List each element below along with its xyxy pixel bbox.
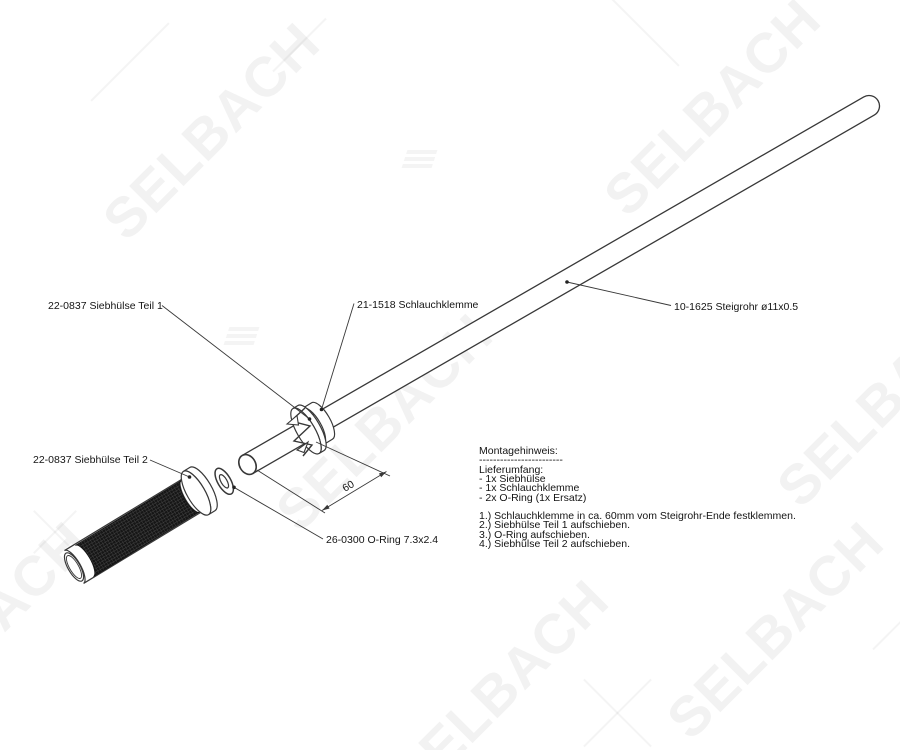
lieferumfang-title: Lieferumfang:: [479, 463, 544, 476]
lieferumfang-item: - 1x Siebhülse: [479, 473, 546, 486]
clamp-tab-upper: [285, 414, 300, 426]
dimension-60: [256, 441, 391, 514]
montage-step: 2.) Siebhülse Teil 1 aufschieben.: [479, 519, 630, 532]
label-steigrohr: 10-1625 Steigrohr ø11x0.5: [674, 301, 798, 313]
label-oring: 26-0300 O-Ring 7.3x2.4: [326, 534, 438, 546]
o-ring: [214, 467, 235, 496]
montage-divider: ------------------------: [479, 454, 563, 467]
montagehinweis-block: Montagehinweis: ------------------------…: [479, 445, 796, 551]
montage-step: 1.) Schlauchklemme in ca. 60mm vom Steig…: [479, 510, 796, 523]
extension-line: [315, 441, 391, 477]
montage-title: Montagehinweis:: [479, 445, 558, 457]
steigrohr-tube: [238, 94, 881, 476]
sleeve-knurl: [75, 480, 200, 577]
extension-line: [256, 469, 326, 514]
label-schlauchklemme: 21-1518 Schlauchklemme: [357, 299, 479, 311]
label-siebhuelse-teil2: 22-0837 Siebhülse Teil 2: [33, 454, 148, 466]
schlauchklemme-clamp: [285, 401, 336, 457]
lieferumfang-item: - 2x O-Ring (1x Ersatz): [479, 491, 587, 504]
sleeve-end-cap: [63, 552, 85, 582]
lieferumfang-item: - 1x Schlauchklemme: [479, 482, 580, 495]
dimension-arrow: [378, 471, 387, 478]
clamp-front-face: [290, 407, 322, 455]
montage-step: 3.) O-Ring aufschieben.: [479, 528, 590, 541]
sleeve-end-cap-inner: [65, 555, 83, 579]
leader-dots: [187, 280, 569, 490]
siebhuelse-teil2-sleeve: [63, 466, 218, 584]
label-siebhuelse-teil1: 22-0837 Siebhülse Teil 1: [48, 300, 163, 312]
leader-lines: [149, 281, 672, 540]
sleeve-flange-face: [180, 470, 212, 516]
dimension-arrow: [322, 504, 330, 511]
dimension-line: [321, 471, 387, 511]
clamp-tab-lower: [295, 440, 310, 454]
tube-open-end: [238, 453, 257, 476]
dimension-value: 60: [340, 478, 356, 494]
montage-step: 4.) Siebhülse Teil 2 aufschieben.: [479, 538, 630, 551]
